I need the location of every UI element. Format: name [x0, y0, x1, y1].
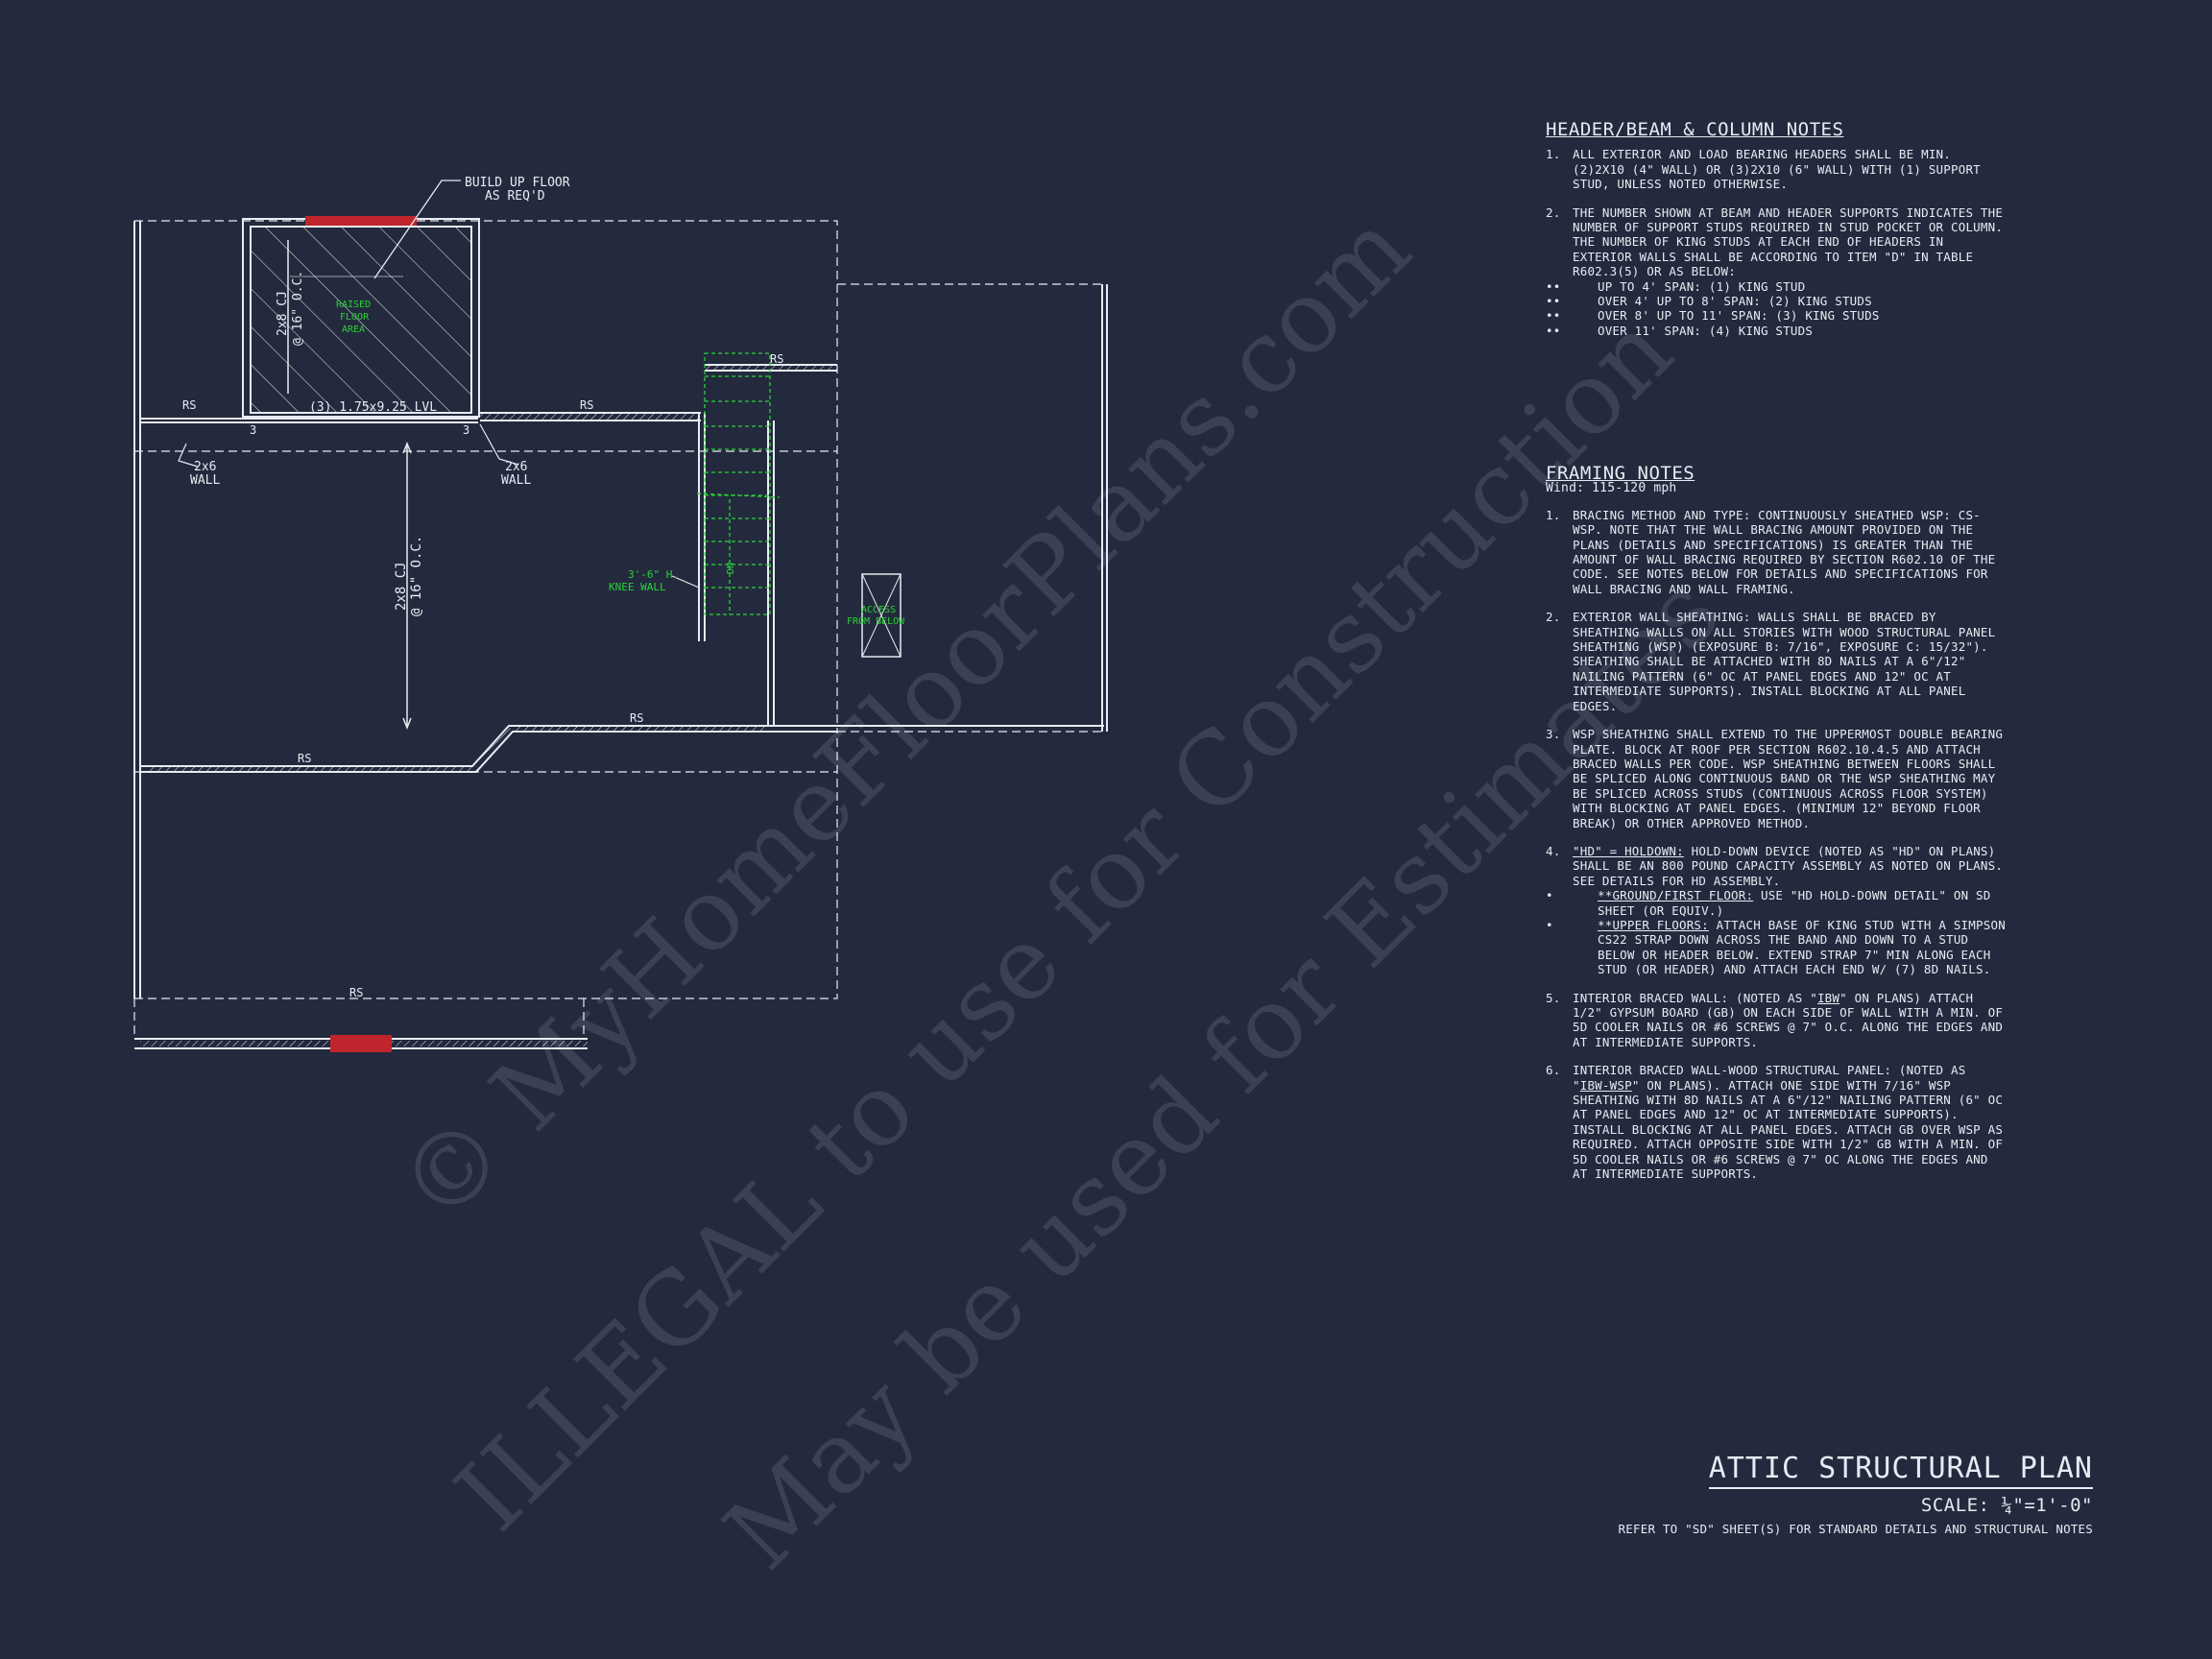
- knee-wall-label-2: KNEE WALL: [609, 581, 666, 593]
- attic-access-panel: [861, 573, 902, 658]
- drawing-title: ATTIC STRUCTURAL PLAN: [1708, 1452, 2093, 1489]
- framing-note-4b: •**UPPER FLOORS: ATTACH BASE OF KING STU…: [1546, 917, 2006, 977]
- wall-left-label-1: 2x6: [194, 460, 216, 474]
- build-up-label-2: AS REQ'D: [485, 189, 545, 204]
- header-note-2: 2. THE NUMBER SHOWN AT BEAM AND HEADER S…: [1546, 205, 2007, 339]
- bottom-header-red: [330, 1035, 392, 1052]
- king-stud-item-4: ••OVER 11' SPAN: (4) KING STUDS: [1546, 323, 1814, 338]
- framing-note-6: 6. INTERIOR BRACED WALL-WOOD STRUCTURAL …: [1546, 1063, 2004, 1182]
- rs-label-2: RS: [580, 398, 593, 412]
- raised-floor-area: [242, 216, 480, 423]
- dashed-outline: [133, 220, 1104, 1035]
- plan-annotations: BUILD UP FLOOR AS REQ'D RAISED FLOOR ARE…: [182, 176, 905, 999]
- stud-count-right: 3: [463, 423, 469, 437]
- header-note-2-text: THE NUMBER SHOWN AT BEAM AND HEADER SUPP…: [1573, 204, 2004, 279]
- wall-right-label-2: WALL: [501, 473, 531, 488]
- stud-count-left: 3: [250, 423, 256, 437]
- king-stud-item-3: ••OVER 8' UP TO 11' SPAN: (3) KING STUDS: [1546, 308, 1880, 324]
- rs-label-4: RS: [630, 711, 643, 725]
- wind-speed: Wind: 115-120 mph: [1546, 481, 1677, 496]
- framing-notes: FRAMING NOTES Wind: 115-120 mph 1.BRACIN…: [1546, 463, 2007, 1194]
- raised-floor-label-3: AREA: [342, 325, 365, 335]
- framing-note-5: 5. INTERIOR BRACED WALL: (NOTED AS "IBW"…: [1546, 990, 2004, 1049]
- header-note-1: 1. ALL EXTERIOR AND LOAD BEARING HEADERS…: [1546, 147, 2007, 191]
- drawing-scale: SCALE: ¼"=1'-0": [1920, 1495, 2093, 1516]
- wall-leader-left: [178, 443, 199, 468]
- framing-note-4: 4. "HD" = HOLDOWN: HOLD-DOWN DEVICE (NOT…: [1546, 843, 2006, 977]
- title-block: ATTIC STRUCTURAL PLAN SCALE: ¼"=1'-0" RE…: [1594, 1452, 2093, 1536]
- wall-left-label-2: WALL: [190, 473, 220, 488]
- build-up-header-red: [305, 216, 417, 226]
- access-label-1: ACCESS: [861, 605, 896, 615]
- rs-label-3: RS: [770, 352, 783, 366]
- wall-right-label-1: 2x6: [505, 460, 527, 474]
- small-cj-label-2: @ 16" O.C.: [291, 271, 305, 346]
- stair-dn-label: DN: [726, 563, 736, 574]
- king-stud-item-1: ••UP TO 4' SPAN: (1) KING STUD: [1546, 278, 1806, 294]
- header-notes-title: HEADER/BEAM & COLUMN NOTES: [1546, 119, 1844, 140]
- joist-span-line: [402, 441, 412, 731]
- header-note-1-text: ALL EXTERIOR AND LOAD BEARING HEADERS SH…: [1573, 147, 1981, 192]
- build-up-leader: [373, 180, 461, 279]
- rs-label-1: RS: [182, 398, 196, 412]
- framing-note-1: 1.BRACING METHOD AND TYPE: CONTINUOUSLY …: [1546, 507, 1996, 596]
- rs-label-6: RS: [349, 986, 363, 999]
- king-stud-item-2: ••OVER 4' UP TO 8' SPAN: (2) KING STUDS: [1546, 294, 1872, 309]
- lvl-label: (3) 1.75x9.25 LVL: [309, 400, 437, 415]
- wall-leader-right: [479, 423, 519, 466]
- framing-note-2: 2.EXTERIOR WALL SHEATHING: WALLS SHALL B…: [1546, 610, 1996, 713]
- framing-note-3: 3.WSP SHEATHING SHALL EXTEND TO THE UPPE…: [1546, 727, 2004, 830]
- main-cj-label-2: @ 16" O.C.: [409, 536, 424, 616]
- raised-floor-label-2: FLOOR: [340, 312, 370, 323]
- raised-floor-label-1: RAISED: [336, 300, 371, 310]
- rs-label-5: RS: [298, 752, 311, 765]
- small-cj-label-1: 2x8 CJ: [276, 291, 290, 336]
- main-cj-label-1: 2x8 CJ: [394, 562, 409, 611]
- access-label-2: FROM BELOW: [847, 616, 905, 627]
- refer-note: REFER TO "SD" SHEET(S) FOR STANDARD DETA…: [1618, 1522, 2093, 1536]
- stair: [696, 352, 781, 615]
- header-beam-notes: HEADER/BEAM & COLUMN NOTES 1. ALL EXTERI…: [1546, 119, 2007, 351]
- knee-wall-leader: [671, 575, 700, 589]
- framing-notes-title: FRAMING NOTES: [1546, 463, 1695, 484]
- knee-wall-label-1: 3'-6" H.: [628, 568, 679, 581]
- build-up-label-1: BUILD UP FLOOR: [465, 176, 570, 190]
- framing-note-4a: •**GROUND/FIRST FLOOR: USE "HD HOLD-DOWN…: [1546, 888, 1991, 918]
